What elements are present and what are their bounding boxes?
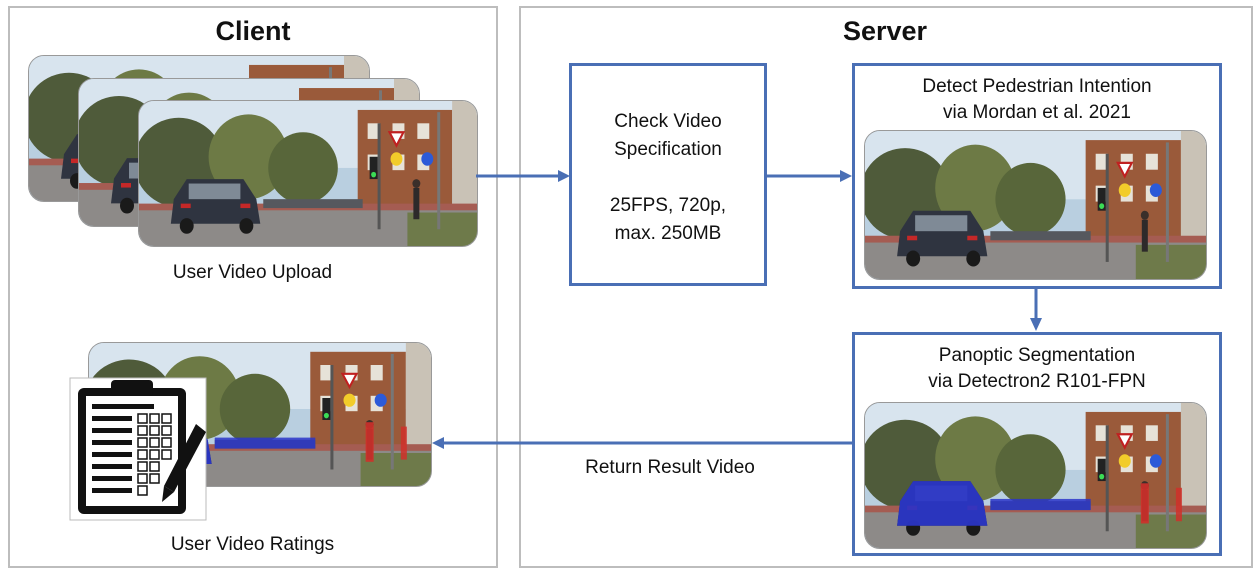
clipboard-icon <box>66 374 210 524</box>
check-video-line1: Check Video <box>614 111 722 132</box>
client-title: Client <box>215 16 291 46</box>
detect-frame <box>864 130 1207 280</box>
check-video-box: Check Video Specification 25FPS, 720p, m… <box>569 63 767 286</box>
return-result-label: Return Result Video <box>585 457 755 478</box>
check-video-line4: max. 250MB <box>614 223 722 244</box>
arrow-detect-to-panoptic <box>1030 288 1042 331</box>
server-title: Server <box>842 16 928 46</box>
arrow-check-to-detect <box>766 170 852 182</box>
ratings-caption: User Video Ratings <box>170 534 335 555</box>
panoptic-line1: Panoptic Segmentation <box>938 345 1136 366</box>
detect-pedestrian-line1: Detect Pedestrian Intention <box>922 76 1152 97</box>
panoptic-frame <box>864 402 1207 549</box>
arrow-upload-to-check <box>476 170 570 182</box>
upload-frame-front <box>138 100 478 247</box>
check-video-line2: Specification <box>614 139 722 160</box>
detect-pedestrian-line2: via Mordan et al. 2021 <box>942 102 1131 123</box>
panoptic-line2: via Detectron2 R101-FPN <box>928 371 1146 392</box>
upload-caption: User Video Upload <box>172 262 333 283</box>
check-video-line3: 25FPS, 720p, <box>609 195 727 216</box>
arrow-return-result <box>432 437 854 449</box>
